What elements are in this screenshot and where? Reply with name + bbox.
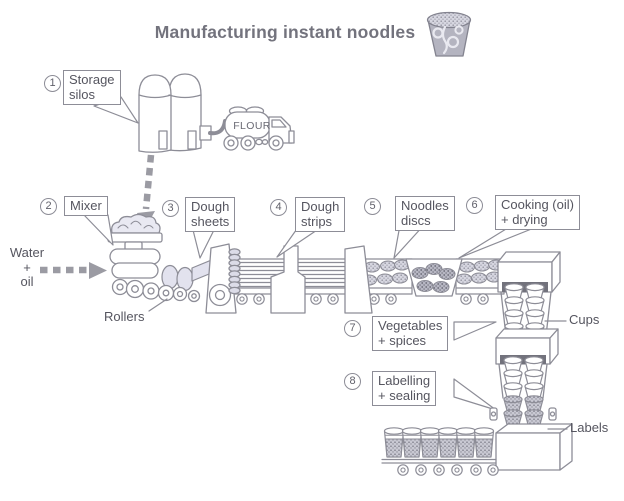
cups-label: Cups bbox=[569, 312, 600, 327]
flour-truck bbox=[208, 106, 295, 151]
rollers-label: Rollers bbox=[104, 309, 145, 324]
storage-silos bbox=[138, 73, 212, 153]
step-label-labelling-sealing: Labelling + sealing bbox=[372, 371, 437, 406]
step-label-vegetables-spices: Vegetables + spices bbox=[372, 316, 449, 351]
press-stations bbox=[205, 243, 373, 314]
noodle-cup-icon bbox=[426, 11, 472, 57]
cups-machine bbox=[497, 251, 561, 340]
step-number-8: 8 bbox=[344, 373, 361, 390]
labelling-machine bbox=[489, 328, 573, 471]
step-label-noodles-discs: Noodles discs bbox=[395, 196, 455, 231]
water-oil-label: Water + oil bbox=[9, 245, 45, 289]
sheet-coil bbox=[228, 248, 241, 295]
annotation-lines bbox=[148, 298, 568, 430]
step-number-3: 3 bbox=[162, 200, 179, 217]
step-number-4: 4 bbox=[270, 199, 287, 216]
step-label-storage-silos: Storage silos bbox=[63, 70, 121, 105]
step-label-cooking-drying: Cooking (oil) + drying bbox=[495, 195, 580, 230]
step-number-2: 2 bbox=[40, 198, 57, 215]
step-label-dough-sheets: Dough sheets bbox=[185, 197, 236, 232]
labelled-cups bbox=[503, 395, 544, 427]
mixer-rollers bbox=[111, 278, 201, 303]
step-number-7: 7 bbox=[344, 320, 361, 337]
finished-cups-conveyor bbox=[381, 427, 499, 476]
step-number-6: 6 bbox=[466, 197, 483, 214]
step-label-dough-strips: Dough strips bbox=[295, 197, 346, 232]
step-label-mixer: Mixer bbox=[64, 196, 108, 216]
cooking-oil-vat bbox=[405, 258, 463, 297]
diagram-title: Manufacturing instant noodles bbox=[154, 22, 416, 42]
water-oil-arrow bbox=[40, 262, 107, 279]
labels-label: Labels bbox=[570, 420, 609, 435]
step-number-5: 5 bbox=[364, 198, 381, 215]
mixer-machine bbox=[107, 213, 201, 303]
step-number-1: 1 bbox=[44, 75, 61, 92]
flour-truck-label: FLOUR bbox=[233, 120, 271, 132]
